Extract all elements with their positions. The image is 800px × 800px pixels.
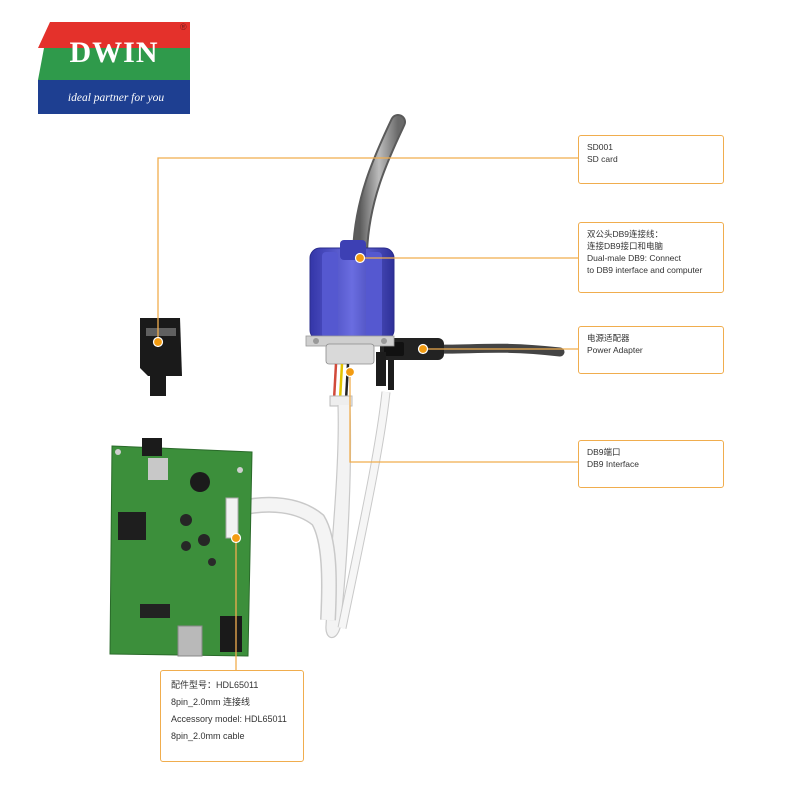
callout-line: 配件型号：HDL65011 <box>171 677 293 694</box>
power-adapter-anchor <box>419 345 428 354</box>
callout-line: 8pin_2.0mm cable <box>171 728 293 745</box>
callout-line: to DB9 interface and computer <box>587 264 715 276</box>
callout-sd-card: SD001 SD card <box>578 135 724 184</box>
callout-power-adapter: 电源适配器 Power Adapter <box>578 326 724 374</box>
callout-line: 双公头DB9连接线： <box>587 228 715 240</box>
power-cable <box>376 338 560 390</box>
callout-db9-cable: 双公头DB9连接线： 连接DB9接口和电脑 Dual-male DB9: Con… <box>578 222 724 293</box>
db9-cable-anchor <box>356 254 365 263</box>
callout-line: 连接DB9接口和电脑 <box>587 240 715 252</box>
callout-db9-interface: DB9端口 DB9 Interface <box>578 440 724 488</box>
db9-interface-anchor <box>346 368 355 377</box>
grey-cable <box>360 122 398 252</box>
callout-accessory: 配件型号：HDL65011 8pin_2.0mm 连接线 Accessory m… <box>160 670 304 762</box>
sd-card-image <box>140 318 182 396</box>
callout-line: Accessory model: HDL65011 <box>171 711 293 728</box>
callout-line: DB9 Interface <box>587 458 715 470</box>
callout-line: SD001 <box>587 141 715 153</box>
callout-line: 8pin_2.0mm 连接线 <box>171 694 293 711</box>
callout-line: 电源适配器 <box>587 332 715 344</box>
callout-line: SD card <box>587 153 715 165</box>
pcb-board <box>110 438 252 656</box>
callout-line: DB9端口 <box>587 446 715 458</box>
callout-line: Power Adapter <box>587 344 715 356</box>
sd-card-anchor <box>154 338 163 347</box>
white-cables <box>232 392 386 638</box>
callout-line: Dual-male DB9: Connect <box>587 252 715 264</box>
accessory-anchor <box>232 534 241 543</box>
